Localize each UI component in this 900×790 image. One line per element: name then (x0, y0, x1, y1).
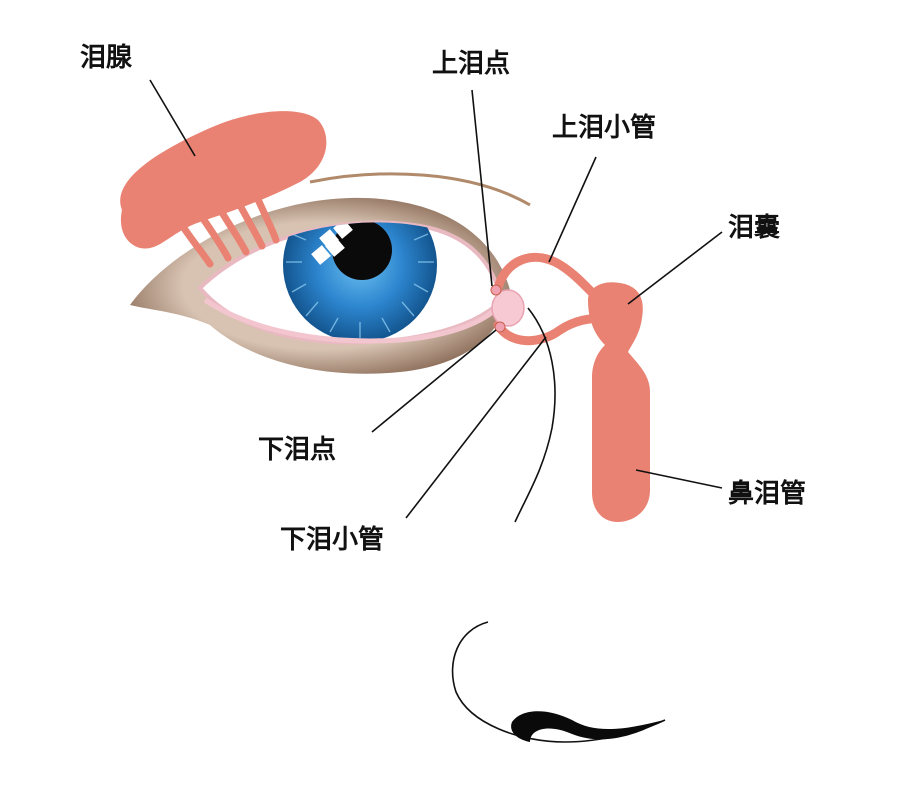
label-lacrimal-gland: 泪腺 (80, 43, 133, 73)
leader-lower-canaliculus (405, 336, 547, 519)
label-upper-canaliculus: 上泪小管 (552, 113, 656, 143)
lower-lid-rim (203, 297, 502, 344)
lacrimal-sac-and-duct (588, 282, 650, 522)
iris-fibers (286, 222, 434, 338)
upper-lid-crease (309, 172, 531, 207)
lacrimal-gland-group (120, 111, 327, 268)
label-lower-canaliculus: 下泪小管 (280, 525, 384, 555)
leader-lower-punctum (371, 329, 497, 433)
pupil (332, 222, 392, 280)
upper-punctum (490, 284, 502, 296)
label-nasolacrimal-duct: 鼻泪管 (728, 479, 806, 509)
leader-lacrimal-sac (627, 231, 723, 305)
label-lower-punctum: 下泪点 (258, 434, 336, 465)
gland-ductules (176, 186, 280, 268)
nostril (511, 711, 664, 742)
leader-lines (149, 79, 723, 519)
leader-upper-canaliculus (548, 156, 597, 263)
label-lacrimal-sac: 泪囊 (728, 213, 780, 243)
leader-lacrimal-gland (149, 79, 196, 157)
leader-nasolacrimal-duct (635, 469, 723, 489)
caruncle (491, 289, 525, 327)
upper-canaliculus-duct (493, 252, 610, 310)
leader-upper-punctum (471, 89, 493, 287)
label-upper-punctum: 上泪点 (432, 48, 510, 79)
lower-punctum (494, 321, 506, 333)
lacrimal-gland (120, 111, 327, 249)
